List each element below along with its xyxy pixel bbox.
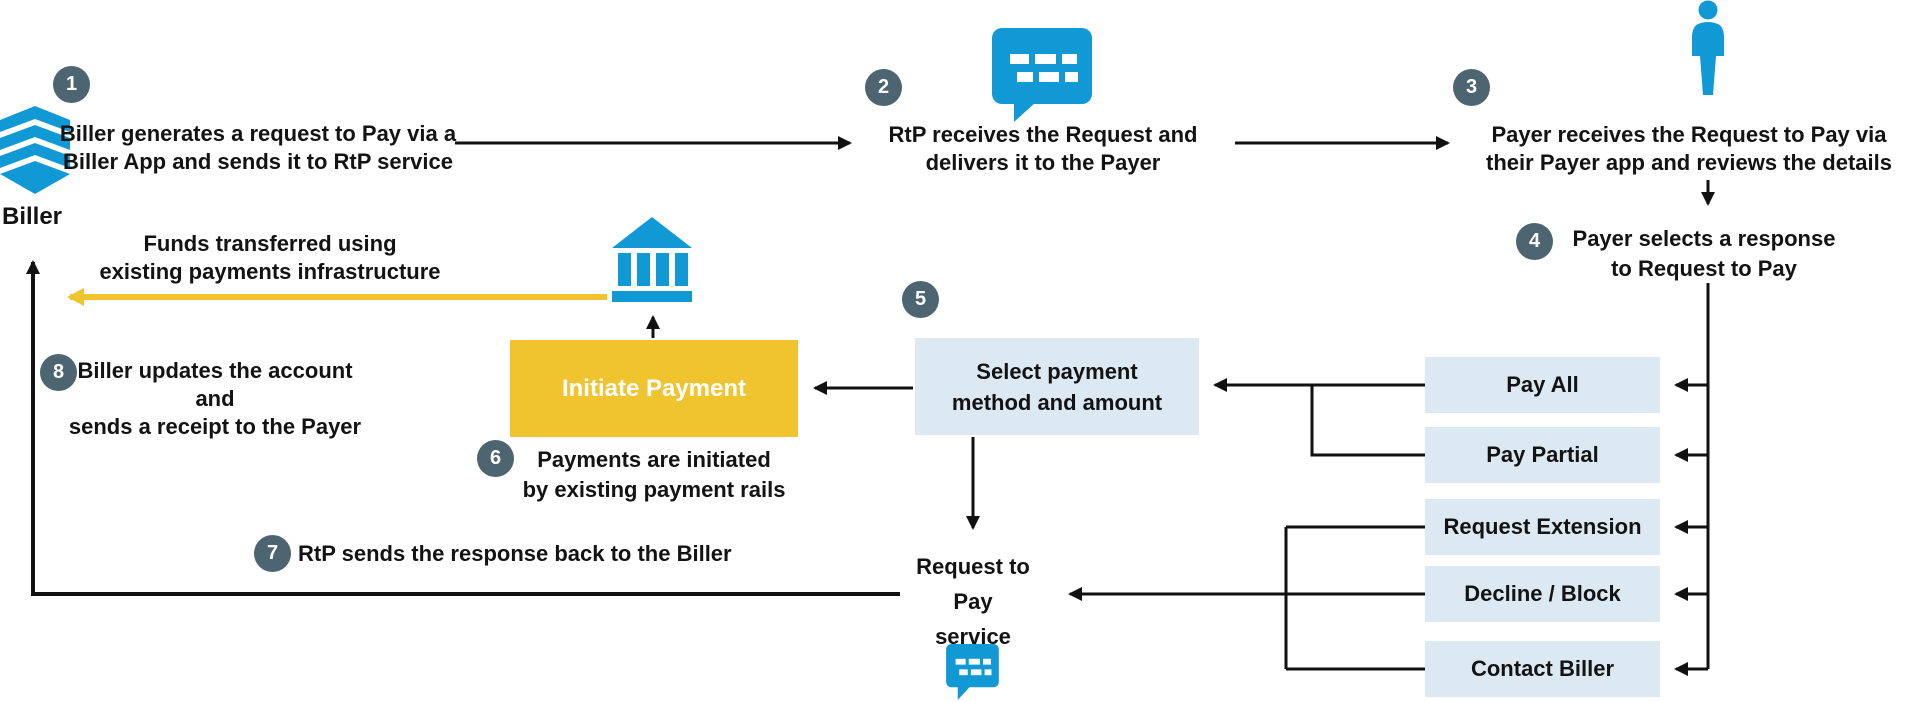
biller-building-icon bbox=[0, 106, 70, 194]
step4-text: Payer selects a response to Request to P… bbox=[1554, 224, 1854, 284]
step2-line1: RtP receives the Request and bbox=[888, 122, 1198, 147]
person-icon bbox=[1686, 0, 1730, 98]
option-pay-partial-label: Pay Partial bbox=[1486, 442, 1599, 467]
step1-text: Biller generates a request to Pay via a … bbox=[58, 120, 458, 176]
step2-line2: delivers it to the Payer bbox=[925, 150, 1161, 175]
option-request-extension: Request Extension bbox=[1425, 499, 1660, 555]
step-badge-3: 3 bbox=[1453, 69, 1490, 106]
option-contact-biller: Contact Biller bbox=[1425, 641, 1660, 697]
message-icon-small bbox=[945, 643, 1001, 701]
step4-line2: to Request to Pay bbox=[1611, 256, 1797, 281]
bank-icon bbox=[610, 215, 694, 303]
funds-transferred-text: Funds transferred using existing payment… bbox=[70, 230, 470, 286]
rtp-service-line2: Pay bbox=[953, 589, 993, 614]
step8-line2: sends a receipt to the Payer bbox=[68, 414, 362, 439]
step1-line1: Biller generates a request to Pay via a bbox=[59, 121, 457, 146]
step8-line1: Biller updates the account and bbox=[77, 358, 353, 411]
step-badge-4: 4 bbox=[1516, 223, 1553, 260]
message-icon bbox=[990, 26, 1096, 124]
step3-line1: Payer receives the Request to Pay via bbox=[1491, 122, 1887, 147]
rtp-service-line1: Request to bbox=[916, 554, 1030, 579]
step-badge-8: 8 bbox=[40, 354, 77, 391]
step6-text: Payments are initiated by existing payme… bbox=[504, 445, 804, 505]
step3-line2: their Payer app and reviews the details bbox=[1486, 150, 1892, 175]
biller-label: Biller bbox=[2, 203, 63, 230]
step-badge-2: 2 bbox=[865, 69, 902, 106]
step3-text: Payer receives the Request to Pay via th… bbox=[1450, 121, 1928, 177]
initiate-payment-label: Initiate Payment bbox=[561, 374, 747, 402]
option-pay-partial: Pay Partial bbox=[1425, 427, 1660, 483]
rtp-service-line3: service bbox=[935, 624, 1011, 649]
initiate-payment-box: Initiate Payment bbox=[510, 340, 798, 437]
step-badge-7: 7 bbox=[254, 535, 291, 572]
step8-text: Biller updates the account and sends a r… bbox=[65, 357, 365, 441]
funds-line1: Funds transferred using bbox=[143, 231, 397, 256]
option-request-extension-label: Request Extension bbox=[1443, 514, 1642, 539]
step7-line1: RtP sends the response back to the Bille… bbox=[298, 541, 732, 566]
option-contact-biller-label: Contact Biller bbox=[1470, 656, 1615, 681]
step7-text: RtP sends the response back to the Bille… bbox=[298, 540, 768, 568]
step1-line2: Biller App and sends it to RtP service bbox=[63, 149, 453, 174]
step2-text: RtP receives the Request and delivers it… bbox=[843, 121, 1243, 177]
select-payment-box: Select payment method and amount bbox=[915, 338, 1199, 435]
funds-line2: existing payments infrastructure bbox=[99, 259, 441, 284]
step-badge-5: 5 bbox=[902, 281, 939, 318]
step-badge-1: 1 bbox=[53, 66, 90, 103]
option-decline-block-label: Decline / Block bbox=[1464, 581, 1621, 606]
select-payment-line1: Select payment bbox=[976, 358, 1138, 384]
select-payment-line2: method and amount bbox=[951, 389, 1163, 415]
step4-line1: Payer selects a response bbox=[1572, 226, 1836, 251]
option-decline-block: Decline / Block bbox=[1425, 566, 1660, 622]
step6-line2: by existing payment rails bbox=[522, 477, 786, 502]
option-pay-all-label: Pay All bbox=[1506, 372, 1579, 397]
rtp-service-label: Request to Pay service bbox=[888, 549, 1058, 654]
step6-line1: Payments are initiated bbox=[537, 447, 771, 472]
step-badge-6: 6 bbox=[477, 440, 514, 477]
line-pay-partial-join bbox=[1310, 385, 1425, 457]
option-pay-all: Pay All bbox=[1425, 357, 1660, 413]
